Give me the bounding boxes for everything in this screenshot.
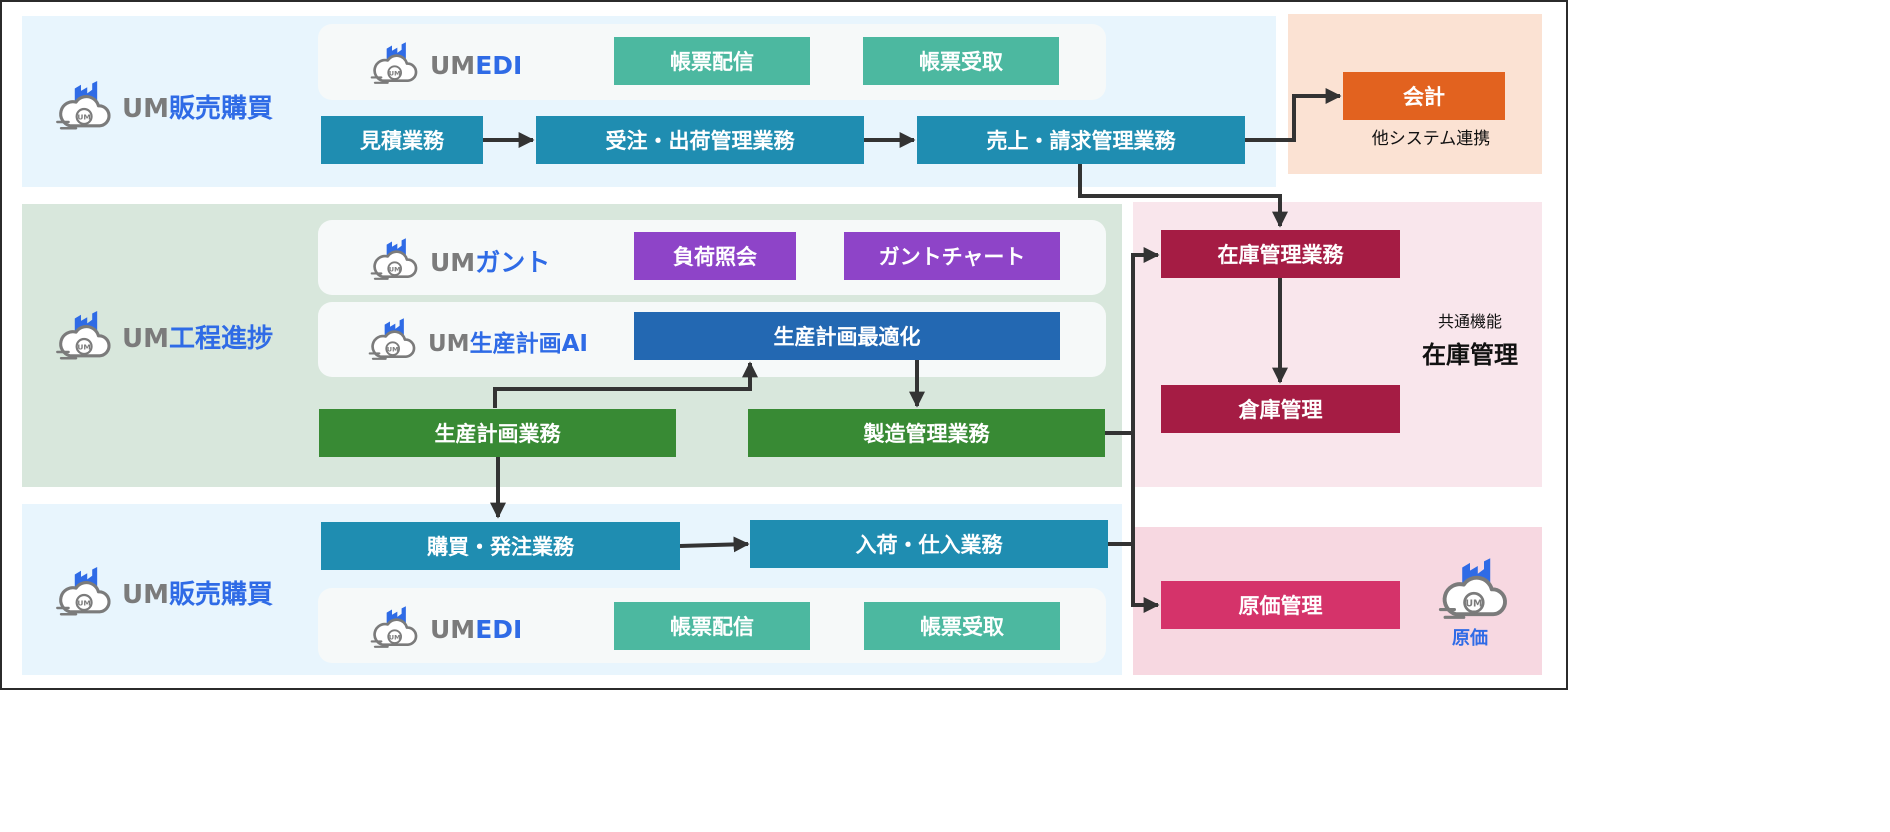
- svg-text:UM: UM: [389, 69, 401, 77]
- svg-text:UM: UM: [389, 265, 401, 273]
- order-shipping-box[interactable]: 受注・出荷管理業務: [536, 116, 864, 164]
- umgantt-logo: UM UMガント: [364, 234, 550, 282]
- logo-product-name: EDI: [475, 614, 523, 644]
- logo-um-text: UM: [122, 93, 169, 124]
- logo-product-name: EDI: [475, 50, 523, 80]
- svg-text:UM: UM: [77, 113, 90, 122]
- logo-product-name: ガント: [475, 248, 551, 277]
- diagram-frame: UM UM販売購買 UM UMEDI 帳票配信 帳票受取 見積業務 受注・出荷管…: [0, 0, 1568, 690]
- load-inquiry-box[interactable]: 負荷照会: [634, 232, 796, 280]
- factory-cloud-icon: UM: [368, 318, 416, 360]
- form-receipt-box-bottom[interactable]: 帳票受取: [864, 602, 1060, 650]
- umedi-logo-bottom: UM UMEDI: [364, 602, 522, 650]
- common-function-label: 共通機能: [1437, 312, 1502, 331]
- svg-text:UM: UM: [77, 599, 90, 608]
- form-delivery-box-bottom[interactable]: 帳票配信: [614, 602, 810, 650]
- form-delivery-box-top[interactable]: 帳票配信: [614, 37, 810, 85]
- factory-cloud-icon: UM: [56, 310, 111, 360]
- svg-text:UM: UM: [387, 345, 399, 353]
- logo-product-name: 工程進捗: [169, 323, 274, 354]
- logo-um-text: UM: [122, 579, 169, 610]
- arrival-purchase-box[interactable]: 入荷・仕入業務: [750, 520, 1108, 568]
- arrow-purchase-to-arrival: [679, 536, 750, 553]
- other-system-caption: 他システム連携: [1371, 129, 1491, 149]
- accounting-box[interactable]: 会計: [1343, 72, 1505, 120]
- arrow-planning-to-optimize: [493, 361, 758, 408]
- cost-logo-label: 原価: [1452, 628, 1488, 649]
- form-receipt-box-top[interactable]: 帳票受取: [863, 37, 1059, 85]
- logo-product-name: 生産計画AI: [469, 331, 588, 357]
- connector-bus-to-inventory: [1131, 247, 1160, 433]
- factory-cloud-icon: UM: [370, 606, 418, 648]
- estimate-box[interactable]: 見積業務: [321, 116, 483, 164]
- production-planning-box[interactable]: 生産計画業務: [319, 409, 676, 457]
- factory-cloud-icon: UM: [56, 80, 111, 130]
- svg-text:UM: UM: [77, 343, 90, 352]
- inventory-management-box[interactable]: 在庫管理業務: [1161, 230, 1400, 278]
- um-sales-purchasing-logo-bottom: UM UM販売購買: [50, 562, 273, 618]
- connector-bus-to-cost: [1131, 433, 1160, 613]
- arrow-sales-to-inventory: [1078, 164, 1288, 228]
- cost-management-box[interactable]: 原価管理: [1161, 581, 1400, 629]
- arrow-sales-to-accounting: [1245, 88, 1342, 142]
- logo-product-name: 販売購買: [169, 579, 274, 610]
- um-planning-ai-logo: UM UM生産計画AI: [362, 314, 588, 362]
- umedi-logo-top: UM UMEDI: [364, 38, 522, 86]
- um-process-progress-logo: UM UM工程進捗: [50, 306, 273, 362]
- logo-um-text: UM: [430, 50, 476, 80]
- warehouse-management-box[interactable]: 倉庫管理: [1161, 385, 1400, 433]
- gantt-chart-box[interactable]: ガントチャート: [844, 232, 1060, 280]
- logo-product-name: 販売購買: [169, 93, 274, 124]
- logo-um-text: UM: [430, 614, 476, 644]
- svg-text:UM: UM: [1465, 598, 1482, 609]
- svg-text:UM: UM: [389, 633, 401, 641]
- inventory-common-title: 在庫管理: [1422, 341, 1518, 369]
- logo-um-text: UM: [122, 323, 169, 354]
- factory-cloud-icon: UM: [370, 238, 418, 280]
- sales-billing-box[interactable]: 売上・請求管理業務: [917, 116, 1245, 164]
- manufacturing-management-box[interactable]: 製造管理業務: [748, 409, 1105, 457]
- um-cost-logo: UM 原価: [1430, 552, 1510, 650]
- production-plan-optimization-box[interactable]: 生産計画最適化: [634, 312, 1060, 360]
- factory-cloud-icon: UM: [370, 42, 418, 84]
- flow-connectors: [483, 88, 1342, 613]
- um-sales-purchasing-logo-top: UM UM販売購買: [50, 76, 273, 132]
- logo-um-text: UM: [428, 331, 470, 357]
- factory-cloud-icon: UM: [1438, 558, 1507, 619]
- purchase-order-box[interactable]: 購買・発注業務: [321, 522, 680, 570]
- logo-um-text: UM: [430, 248, 476, 277]
- factory-cloud-icon: UM: [56, 566, 111, 616]
